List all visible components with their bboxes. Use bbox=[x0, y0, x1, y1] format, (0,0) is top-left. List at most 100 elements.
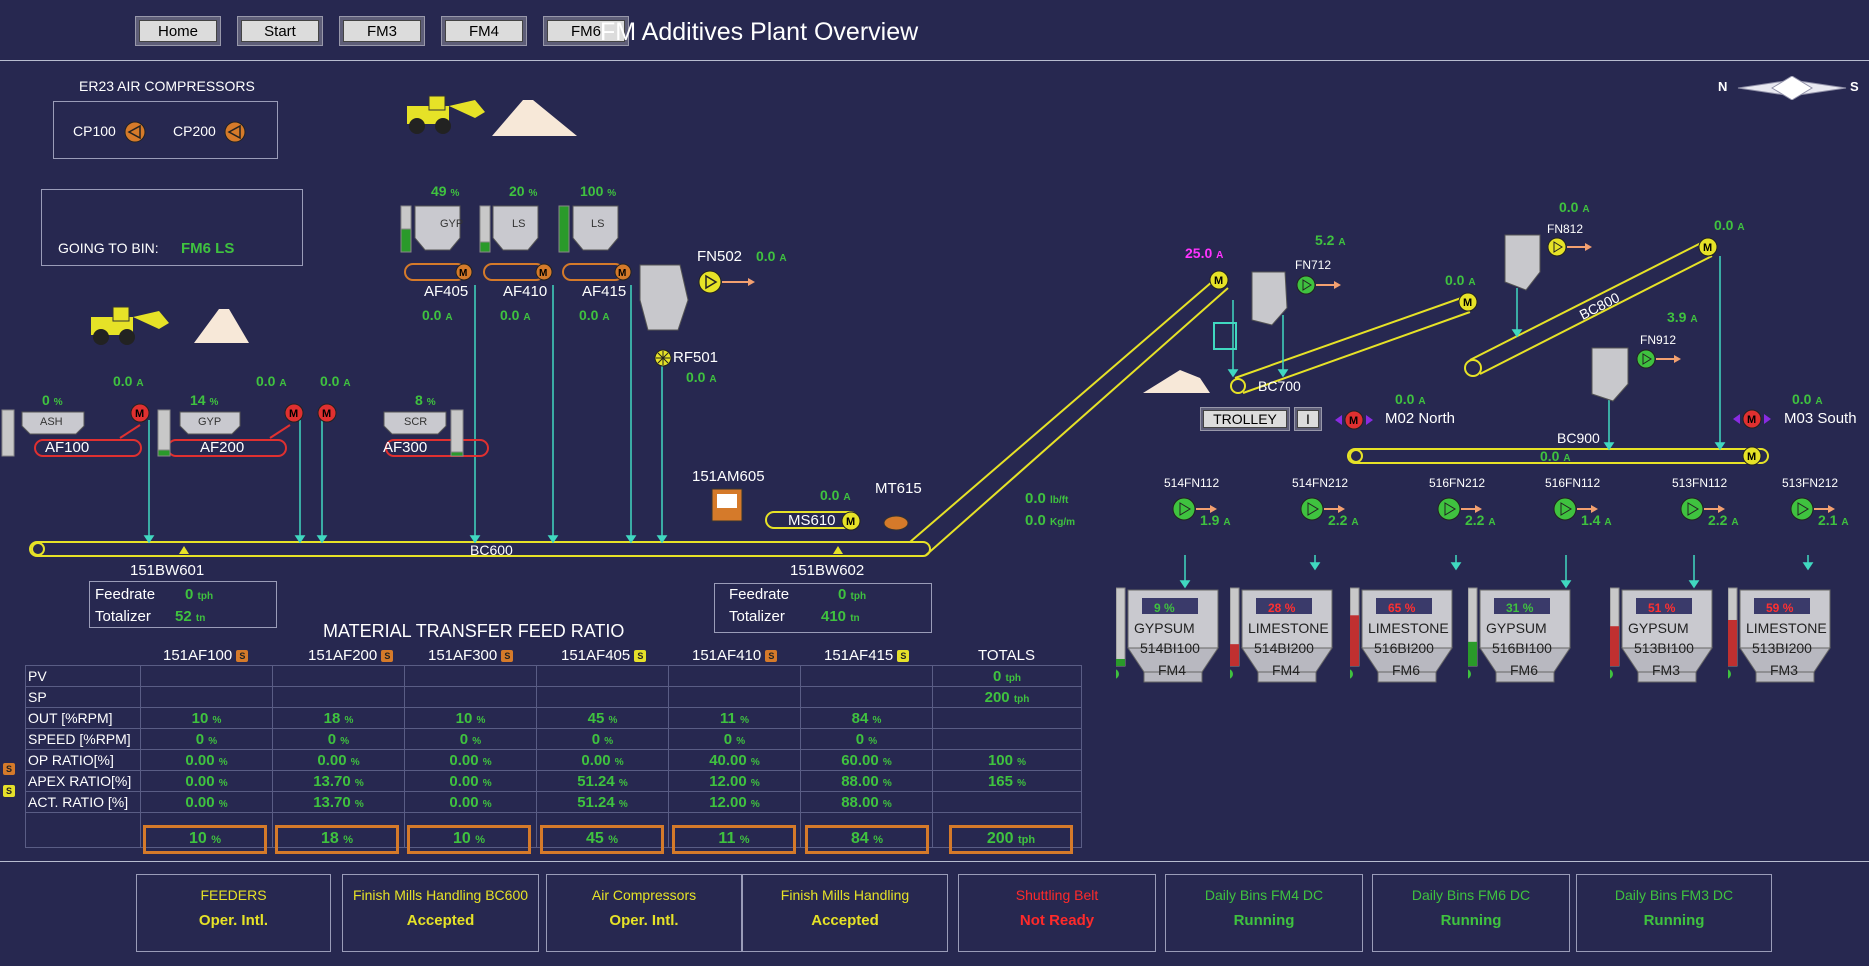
bin-3-silo-icon[interactable] bbox=[1468, 584, 1588, 686]
af300-bin-label: SCR bbox=[404, 416, 428, 428]
nav-home-button[interactable]: Home bbox=[135, 16, 221, 46]
bc900-motor-icon[interactable]: M bbox=[1742, 446, 1762, 466]
nav-fm3-button[interactable]: FM3 bbox=[339, 16, 425, 46]
compass-south-label: S bbox=[1850, 79, 1859, 94]
bin-1-level: 28 bbox=[1268, 601, 1282, 615]
status-panel[interactable]: Daily Bins FM3 DC Running bbox=[1576, 874, 1772, 952]
status-panel-state: Accepted bbox=[406, 912, 475, 929]
ratio-row: SP 200 tph bbox=[25, 686, 1082, 708]
op-ratio-select-icon[interactable]: S bbox=[3, 760, 15, 778]
bin-5-silo-icon[interactable] bbox=[1728, 584, 1848, 686]
mt615-label: MT615 bbox=[875, 480, 922, 497]
compressors-heading: ER23 AIR COMPRESSORS bbox=[79, 78, 255, 94]
ratio-cell: 165 % bbox=[932, 770, 1082, 792]
ms610-motor-icon[interactable]: M bbox=[841, 511, 861, 531]
bc800-motor-icon[interactable]: M bbox=[1698, 237, 1718, 257]
status-panel[interactable]: FEEDERS Oper. Intl. bbox=[136, 874, 331, 952]
af405-bin-label: GYP bbox=[440, 218, 464, 230]
bin-3-level: 31 bbox=[1506, 601, 1520, 615]
feeder-output-box[interactable]: 84 % bbox=[805, 825, 929, 854]
af100-motor-icon[interactable]: M bbox=[130, 403, 150, 423]
status-panel[interactable]: Air Compressors Oper. Intl. bbox=[546, 874, 742, 952]
ratio-cell: 12.00 % bbox=[668, 791, 801, 813]
feeder-output-box[interactable]: 18 % bbox=[275, 825, 399, 854]
bin-5-fan-icon[interactable] bbox=[1790, 496, 1836, 522]
fn712-fan-icon[interactable] bbox=[1296, 274, 1342, 296]
fn912-amps: 3.9 bbox=[1667, 309, 1687, 325]
af200-motor-icon[interactable]: M bbox=[284, 403, 304, 423]
bin-2-silo-icon[interactable] bbox=[1350, 584, 1470, 686]
bin-1-silo-icon[interactable] bbox=[1230, 584, 1350, 686]
cp200-compressor-icon[interactable] bbox=[224, 121, 246, 143]
ratio-col-5-select-icon[interactable]: S bbox=[897, 650, 910, 663]
bin-4-fan-icon[interactable] bbox=[1680, 496, 1726, 522]
feeder-output-box[interactable]: 10 % bbox=[407, 825, 531, 854]
ratio-output-row bbox=[25, 812, 1082, 848]
af405-motor-icon[interactable]: M bbox=[455, 263, 473, 281]
ratio-cell: 200 tph bbox=[932, 686, 1082, 708]
apex-ratio-select-icon[interactable]: S bbox=[3, 782, 15, 800]
bin-0-amps: 1.9 bbox=[1200, 512, 1220, 528]
bc900-label: BC900 bbox=[1557, 430, 1600, 446]
fn812-amps: 0.0 bbox=[1559, 199, 1579, 215]
bin-0-fan-icon[interactable] bbox=[1172, 496, 1218, 522]
bin-3-fan-icon[interactable] bbox=[1553, 496, 1599, 522]
nav-fm6-button[interactable]: FM6 bbox=[543, 16, 629, 46]
nav-fm4-button[interactable]: FM4 bbox=[441, 16, 527, 46]
status-panel-title: Daily Bins FM4 DC bbox=[1204, 887, 1324, 903]
status-panel-title: Daily Bins FM3 DC bbox=[1614, 887, 1734, 903]
status-panel[interactable]: Finish Mills Handling BC600 Accepted bbox=[342, 874, 539, 952]
inclined-conveyor-motor-icon[interactable]: M bbox=[1209, 270, 1229, 290]
m03-label: M03 South bbox=[1784, 410, 1857, 427]
ratio-cell bbox=[404, 686, 537, 708]
bin-5-fan-label: 513FN212 bbox=[1782, 476, 1839, 490]
af300-motor-icon[interactable]: M bbox=[317, 403, 337, 423]
feeder-output-box[interactable]: 45 % bbox=[540, 825, 664, 854]
bin-1-fan-icon[interactable] bbox=[1300, 496, 1346, 522]
af100-pct: 0 bbox=[42, 392, 50, 408]
ratio-col-0-select-icon[interactable]: S bbox=[236, 650, 249, 663]
fn812-fan-icon[interactable] bbox=[1547, 236, 1593, 258]
bin-1-amps: 2.2 bbox=[1328, 512, 1348, 528]
fn502-fan-icon[interactable] bbox=[698, 270, 756, 294]
bin-2-tag: 516BI200 bbox=[1374, 640, 1434, 656]
ratio-col-header-5: 151AF415 bbox=[824, 647, 894, 664]
status-panel-title: Finish Mills Handling bbox=[780, 887, 910, 903]
bin-4-mill: FM3 bbox=[1652, 662, 1680, 678]
m02-motor-icon[interactable]: M bbox=[1333, 409, 1375, 431]
status-panel-title: Finish Mills Handling BC600 bbox=[352, 887, 529, 903]
ratio-row-label: SP bbox=[25, 686, 141, 708]
ratio-col-1-select-icon[interactable]: S bbox=[381, 650, 394, 663]
ratio-row-label: OP RATIO[%] bbox=[25, 749, 141, 771]
trolley-i-button[interactable]: I bbox=[1294, 407, 1322, 431]
bin-0-silo-icon[interactable] bbox=[1116, 584, 1236, 686]
feeder-output-box[interactable]: 11 % bbox=[672, 825, 796, 854]
ratio-cell: 10 % bbox=[404, 707, 537, 729]
fn912-fan-icon[interactable] bbox=[1636, 348, 1682, 370]
rf501-label: RF501 bbox=[673, 349, 719, 366]
m03-motor-icon[interactable]: M bbox=[1731, 408, 1773, 430]
feeder-output-box[interactable]: 10 % bbox=[143, 825, 267, 854]
status-panel[interactable]: Daily Bins FM4 DC Running bbox=[1165, 874, 1363, 952]
rf501-rotary-feeder-icon[interactable] bbox=[653, 348, 673, 368]
cp200-label: CP200 bbox=[173, 123, 216, 139]
cp100-compressor-icon[interactable] bbox=[124, 121, 146, 143]
total-output-box[interactable]: 200 tph bbox=[949, 825, 1073, 854]
ratio-col-2-select-icon[interactable]: S bbox=[501, 650, 514, 663]
status-panel[interactable]: Shuttling Belt Not Ready bbox=[958, 874, 1156, 952]
bc700-motor-icon[interactable]: M bbox=[1458, 292, 1478, 312]
af415-motor-icon[interactable]: M bbox=[614, 263, 632, 281]
ratio-col-3-select-icon[interactable]: S bbox=[634, 650, 647, 663]
status-panel[interactable]: Finish Mills Handling Accepted bbox=[742, 874, 948, 952]
status-panel[interactable]: Daily Bins FM6 DC Running bbox=[1372, 874, 1570, 952]
status-panel-state: Running bbox=[1643, 912, 1705, 929]
af405-amps: 0.0 bbox=[422, 307, 442, 323]
ratio-cell: 0.00 % bbox=[140, 749, 273, 771]
ratio-col-header-1: 151AF200 bbox=[308, 647, 378, 664]
trolley-button[interactable]: TROLLEY bbox=[1200, 407, 1290, 431]
bin-4-silo-icon[interactable] bbox=[1610, 584, 1730, 686]
bin-2-fan-icon[interactable] bbox=[1437, 496, 1483, 522]
ratio-col-4-select-icon[interactable]: S bbox=[765, 650, 778, 663]
nav-start-button[interactable]: Start bbox=[237, 16, 323, 46]
af410-motor-icon[interactable]: M bbox=[535, 263, 553, 281]
